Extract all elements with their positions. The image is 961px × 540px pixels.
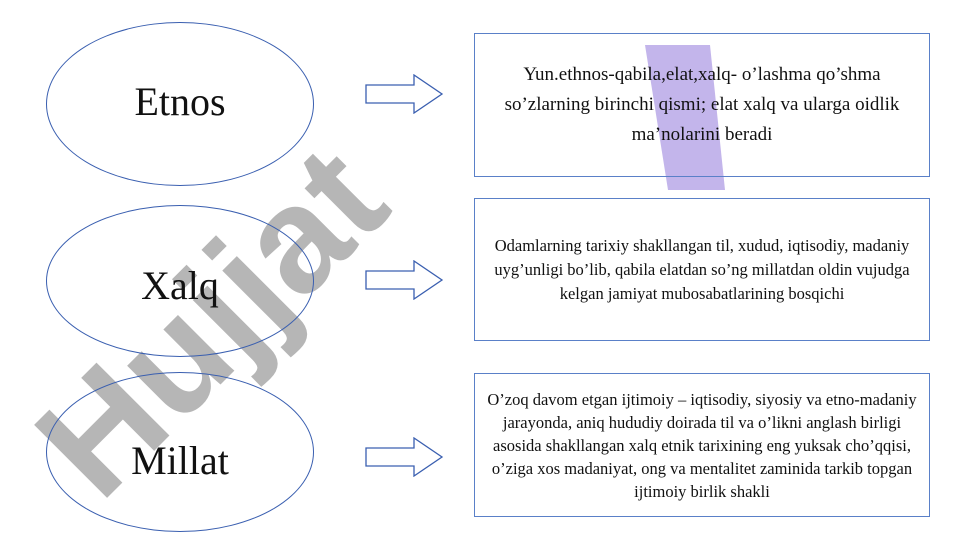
- term-label-xalq: Xalq: [141, 263, 219, 308]
- term-label-etnos: Etnos: [134, 79, 226, 124]
- term-ellipse-xalq: [46, 205, 314, 357]
- arrow-right-icon: [365, 74, 444, 114]
- definition-box-xalq: Odamlarning tarixiy shakllangan til, xud…: [474, 198, 930, 341]
- term-label-millat: Millat: [131, 438, 229, 483]
- watermark-accent-shape: [645, 45, 725, 190]
- definition-box-etnos: Yun.ethnos-qabila,elat,xalq- o’lashma qo…: [474, 33, 930, 177]
- definition-text-etnos: Yun.ethnos-qabila,elat,xalq- o’lashma qo…: [504, 64, 900, 145]
- term-ellipse-etnos: [46, 22, 314, 186]
- definition-text-millat: O’zoq davom etgan ijtimoiy – iqtisodiy, …: [487, 389, 917, 501]
- arrow-right-icon: [365, 260, 444, 300]
- term-ellipse-millat: [46, 372, 314, 532]
- definition-text-xalq: Odamlarning tarixiy shakllangan til, xud…: [494, 235, 910, 303]
- definition-box-millat: O’zoq davom etgan ijtimoiy – iqtisodiy, …: [474, 373, 930, 517]
- arrow-right-icon: [365, 437, 444, 477]
